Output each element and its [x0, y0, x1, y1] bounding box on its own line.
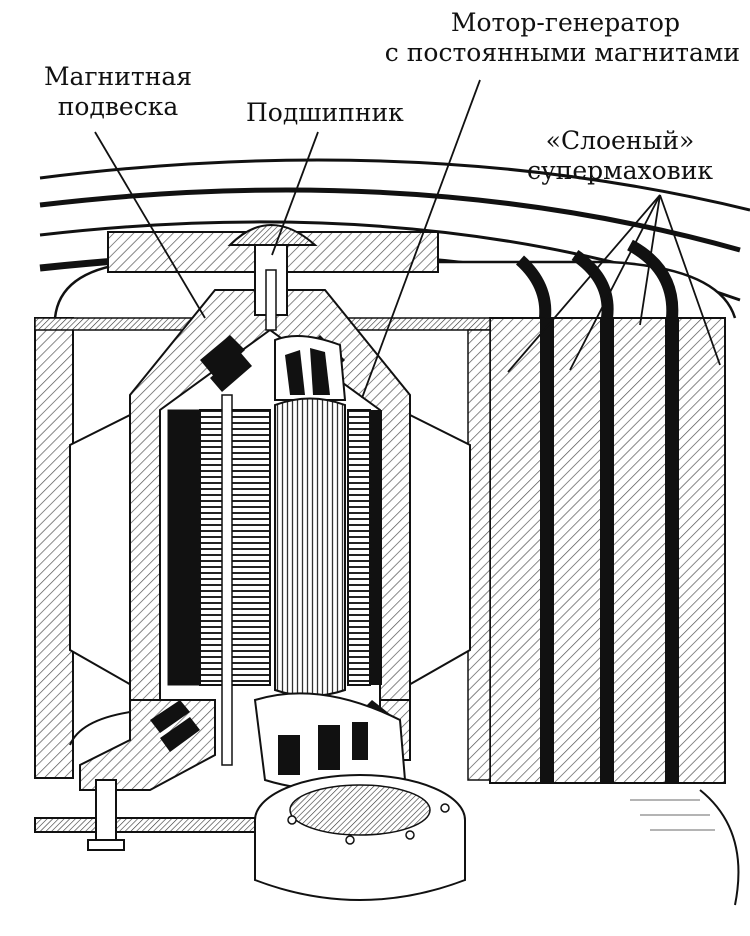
label-magnetic-suspension: Магнитная подвеска [18, 62, 218, 122]
motor-generator-line1: Мотор-генератор [450, 8, 680, 37]
stator-right-outer [370, 410, 382, 685]
magnetic-suspension-line2: подвеска [57, 92, 179, 121]
lower-housing-base [79, 699, 216, 791]
left-outer-wall [34, 317, 74, 779]
layered-flywheel-line2: супермаховик [526, 156, 714, 185]
flywheel-layers [489, 239, 726, 784]
base-disc [254, 774, 466, 901]
housing-bottom-curve [69, 711, 131, 746]
stator-right-winding [347, 409, 371, 686]
lower-rotor-fan [253, 692, 407, 791]
stator-left-winding [199, 409, 271, 686]
shaft [221, 394, 233, 766]
mounting-plate [34, 779, 256, 851]
label-motor-generator: Мотор-генератор с постоянными магнитами [300, 8, 740, 68]
label-layered-flywheel: «Слоеный» супермаховик [500, 126, 740, 186]
label-bearing: Подшипник [246, 98, 404, 128]
rotor-cylinder [274, 397, 346, 697]
layered-flywheel-line1: «Слоеный» [545, 126, 695, 155]
magnetic-suspension-line1: Магнитная [43, 62, 193, 91]
leader-lines [94, 79, 721, 399]
motor-generator-line2: с постоянными магнитами [384, 38, 740, 67]
stator-left-outer [167, 409, 201, 686]
inner-right-wall [467, 329, 491, 781]
bearing-line1: Подшипник [246, 98, 404, 127]
rotor-top-fan [274, 335, 347, 401]
right-base-curve [699, 789, 740, 906]
